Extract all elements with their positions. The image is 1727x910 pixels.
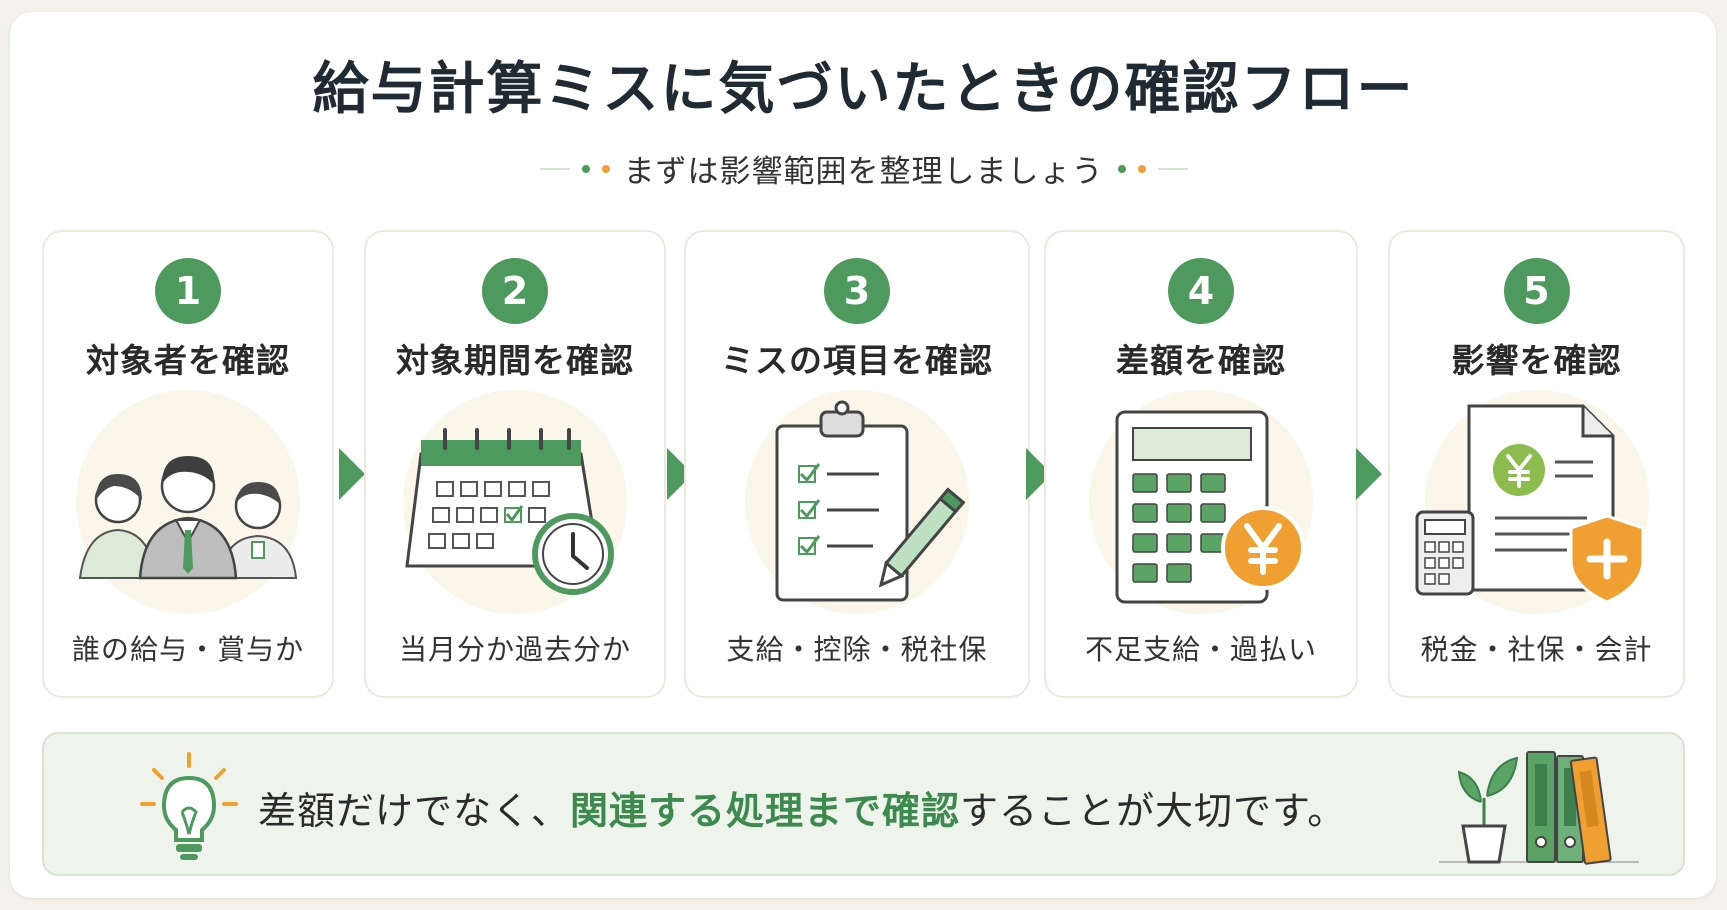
step-title: 対象期間を確認 <box>396 341 634 380</box>
subtitle-decoration-left <box>539 164 610 173</box>
tip-suffix: することが大切です。 <box>960 789 1347 833</box>
subtitle-row: まずは影響範囲を整理しましょう <box>0 146 1727 191</box>
step-number-badge: 2 <box>482 258 548 324</box>
flow-arrow-icon <box>1026 448 1052 500</box>
step-description: 当月分か過去分か <box>398 633 631 666</box>
step-card-2: 2 対象期間を確認 <box>364 230 666 698</box>
tip-highlight: 関連する処理まで確認 <box>570 789 961 833</box>
tip-prefix: 差額だけでなく、 <box>258 789 571 833</box>
plant-and-binders-icon <box>1439 751 1639 865</box>
subtitle-decoration-right <box>1117 164 1188 173</box>
step-title: 対象者を確認 <box>86 341 290 380</box>
flow-arrow-icon <box>667 448 693 500</box>
people-icon <box>58 382 318 622</box>
flow-arrow-icon <box>339 448 365 500</box>
clipboard-checklist-icon <box>727 382 987 622</box>
step-card-3: 3 ミスの項目を確認 支給・控除・税社保 <box>684 230 1030 698</box>
step-description: 誰の給与・賞与か <box>71 633 304 666</box>
step-card-4: 4 差額を確認 不足支給・過払い <box>1044 230 1358 698</box>
tip-message: 差額だけでなく、関連する処理まで確認することが大切です。 <box>258 780 1346 835</box>
flow-arrow-icon <box>1356 448 1382 500</box>
subtitle: まずは影響範囲を整理しましょう <box>623 154 1104 190</box>
step-number-badge: 5 <box>1503 258 1570 324</box>
step-card-5: 5 影響を確認 <box>1388 230 1685 698</box>
document-shield-icon <box>1407 382 1667 622</box>
step-number-badge: 3 <box>824 258 890 324</box>
calendar-clock-icon <box>385 382 645 622</box>
step-description: 支給・控除・税社保 <box>726 633 988 666</box>
step-number-badge: 1 <box>155 258 221 324</box>
step-title: 影響を確認 <box>1451 341 1622 380</box>
step-card-1: 1 対象者を確認 誰の給与・賞与か <box>42 230 334 698</box>
step-description: 不足支給・過払い <box>1084 633 1317 666</box>
step-number-badge: 4 <box>1168 258 1234 324</box>
tip-banner: 差額だけでなく、関連する処理まで確認することが大切です。 <box>42 732 1685 876</box>
step-title: 差額を確認 <box>1116 341 1286 380</box>
lightbulb-icon <box>140 752 238 860</box>
page-title: 給与計算ミスに気づいたときの確認フロー <box>312 57 1415 122</box>
step-title: ミスの項目を確認 <box>721 341 993 380</box>
calculator-yen-icon <box>1071 382 1331 622</box>
step-description: 税金・社保・会計 <box>1420 633 1653 666</box>
